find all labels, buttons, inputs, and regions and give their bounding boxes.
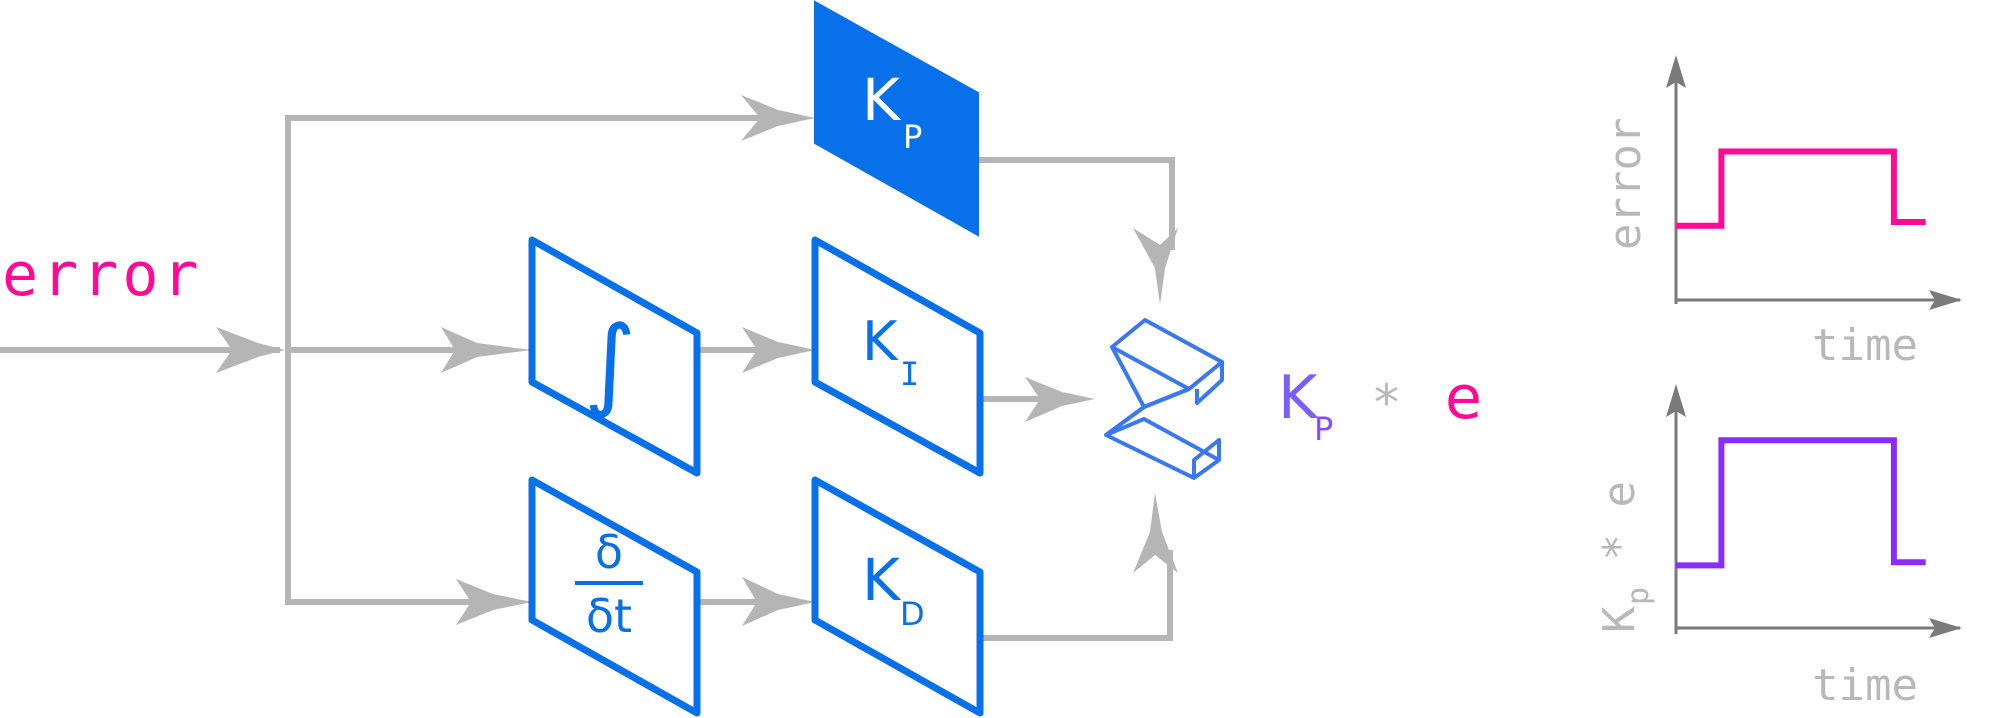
- chart-series-line: [1676, 148, 1926, 229]
- integral-gain-subscript: I: [900, 355, 919, 393]
- integral-gain-shape: [811, 236, 984, 477]
- chart-y-label-rest: * e: [1594, 481, 1645, 587]
- derivative-gain-subscript: D: [900, 595, 925, 633]
- chart-y-axis-arrow-icon: [1666, 384, 1686, 417]
- proportional-gain-block[interactable]: K P: [814, 0, 979, 237]
- chart-x-label: time: [1812, 320, 1918, 371]
- error-time-chart: error time: [1600, 55, 1962, 371]
- kp-to-sum-wire: [978, 157, 1175, 250]
- integral-shape: [528, 236, 701, 477]
- derivative-shape: [528, 476, 701, 717]
- chart-y-axis-arrow-icon: [1666, 55, 1686, 88]
- derivative-numerator: δ: [595, 525, 623, 579]
- chart-x-axis-arrow-icon: [1929, 290, 1962, 310]
- arrow-right-icon: [1025, 377, 1095, 422]
- proportional-gain-subscript: P: [903, 118, 922, 156]
- chart-y-label-k: K: [1594, 606, 1645, 633]
- output-k-subscript: P: [1314, 410, 1333, 448]
- output-k: K: [1278, 363, 1319, 433]
- arrowheads: [216, 95, 1178, 626]
- kd-to-sum-wire: [980, 550, 1173, 641]
- chart-x-axis-arrow-icon: [1929, 618, 1962, 638]
- derivative-gain-symbol: K: [862, 546, 902, 614]
- derivative-block[interactable]: δ δt: [528, 476, 701, 717]
- arrow-right-icon: [216, 327, 285, 373]
- output-expression: K P * e: [1278, 363, 1482, 448]
- integral-symbol: ∫: [584, 304, 636, 421]
- chart-y-label: error: [1600, 118, 1651, 250]
- arrow-right-icon: [742, 577, 815, 626]
- output-e: e: [1445, 363, 1482, 433]
- arrow-right-icon: [441, 327, 532, 373]
- chart-x-label: time: [1812, 660, 1918, 711]
- sigma-summation-icon: [1104, 318, 1224, 480]
- summation-block[interactable]: [1104, 318, 1224, 480]
- arrow-right-icon: [742, 327, 815, 373]
- integral-gain-block[interactable]: K I: [811, 236, 984, 477]
- chart-y-label: K p * e: [1594, 481, 1656, 633]
- chart-y-label-sub: p: [1621, 587, 1656, 605]
- kp-e-time-chart: K p * e time: [1594, 384, 1962, 711]
- arrow-right-icon: [741, 95, 815, 141]
- arrow-right-icon: [456, 579, 532, 625]
- integral-block[interactable]: ∫: [528, 236, 701, 477]
- signal-wires: [0, 115, 1175, 641]
- derivative-gain-block[interactable]: K D: [811, 476, 984, 717]
- proportional-gain-symbol: K: [862, 66, 902, 134]
- input-error-label: error: [2, 240, 203, 310]
- derivative-denominator: δt: [586, 589, 632, 643]
- chart-series-line: [1676, 437, 1926, 569]
- derivative-gain-shape: [811, 476, 984, 717]
- proportional-gain-shape: [814, 0, 979, 237]
- arrow-up-icon: [1133, 493, 1178, 573]
- output-operator: *: [1374, 374, 1399, 432]
- integral-gain-symbol: K: [862, 310, 899, 373]
- arrow-down-icon: [1133, 228, 1178, 305]
